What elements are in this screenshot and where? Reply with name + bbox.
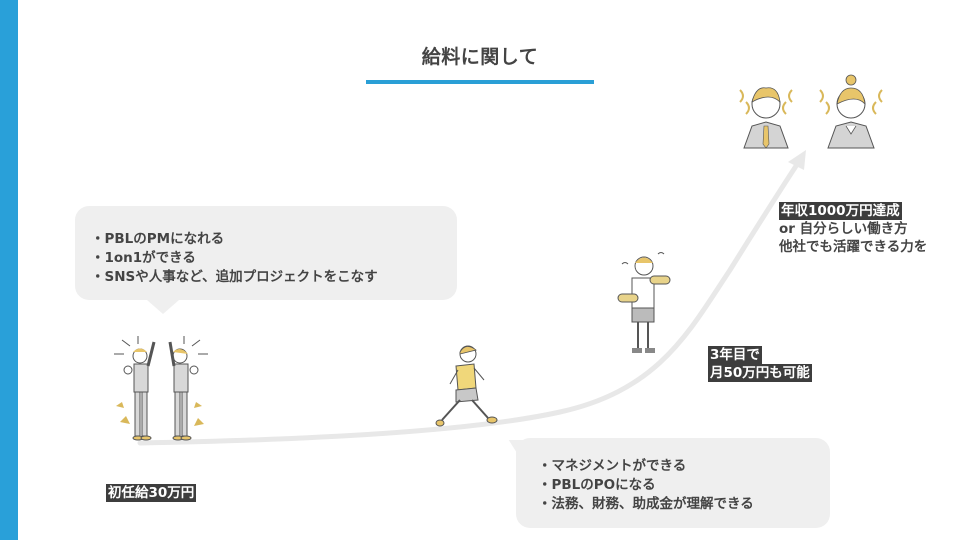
celebrating-employees-illustration bbox=[114, 336, 208, 441]
dumbbell-man-illustration bbox=[617, 252, 671, 353]
skill-item: ・SNSや人事など、追加プロジェクトをこなす bbox=[91, 269, 378, 285]
year3-salary-label: 3年目で 月50万円も可能 bbox=[708, 346, 812, 382]
goal-label: 年収1000万円達成 or 自分らしい働き方 他社でも活躍できる力を bbox=[779, 202, 928, 255]
skill-item: ・1on1ができる bbox=[91, 250, 196, 266]
skill-item: ・PBLのPMになれる bbox=[91, 231, 225, 247]
skill-item: ・PBLのPOになる bbox=[538, 477, 656, 493]
speech-bubble-growth-skills: ・マネジメントができる ・PBLのPOになる ・法務、財務、助成金が理解できる bbox=[499, 438, 830, 528]
arrow-head-icon bbox=[788, 150, 806, 170]
accent-sidebar-bar bbox=[0, 0, 18, 540]
speech-bubble-start-skills: ・PBLのPMになれる ・1on1ができる ・SNSや人事など、追加プロジェクト… bbox=[75, 206, 457, 314]
skill-item: ・法務、財務、助成金が理解できる bbox=[538, 496, 754, 512]
skill-item: ・マネジメントができる bbox=[538, 458, 687, 474]
page-title: 給料に関して bbox=[421, 46, 539, 68]
business-people-illustration bbox=[739, 74, 883, 149]
starting-salary-label: 初任給30万円 bbox=[106, 484, 197, 502]
running-woman-illustration bbox=[435, 345, 498, 427]
bubble-tail bbox=[147, 300, 179, 314]
title-underline bbox=[366, 80, 594, 84]
